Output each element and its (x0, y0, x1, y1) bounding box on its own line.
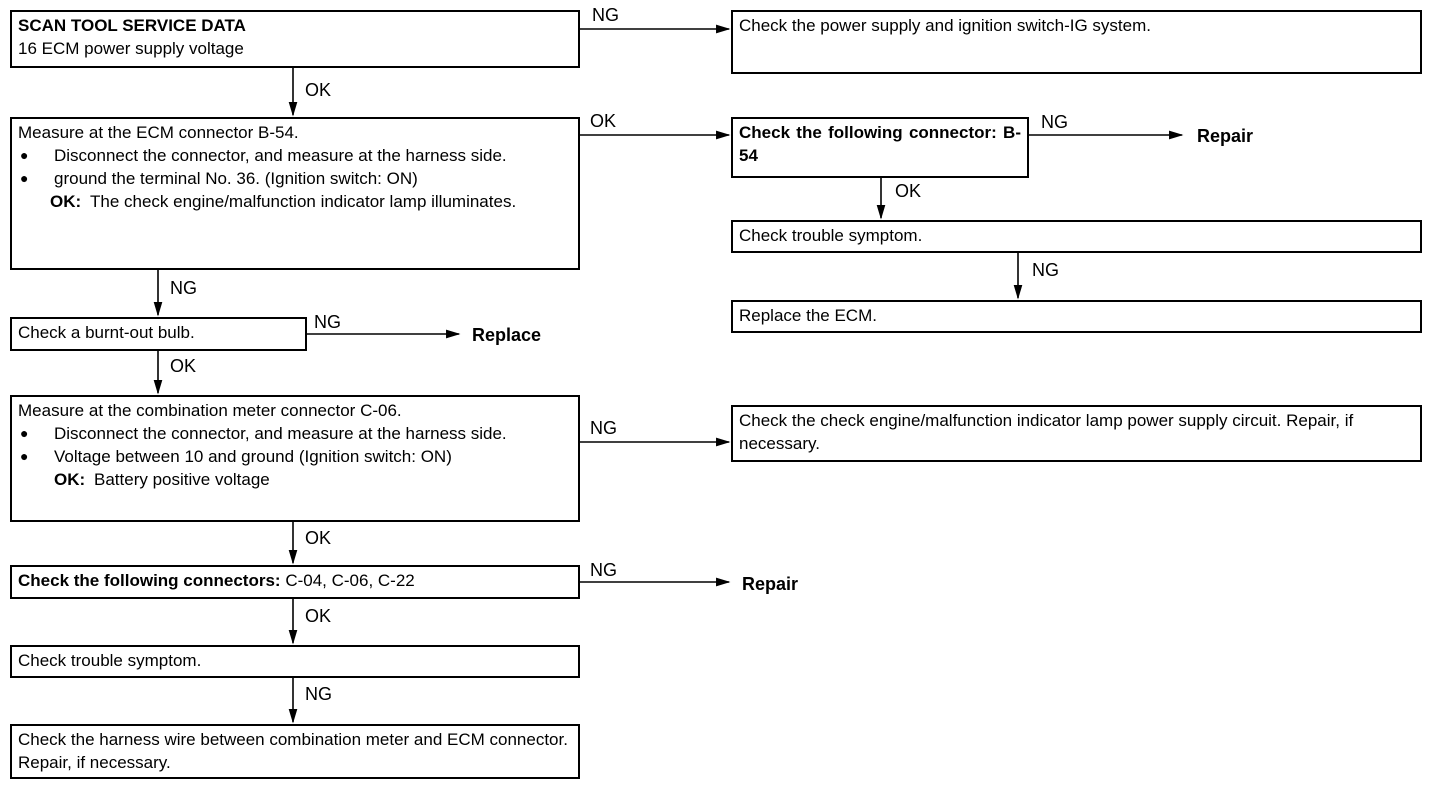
ok-label: OK: (54, 470, 86, 489)
terminal-repair-b54: Repair (1197, 126, 1254, 146)
power-supply-text: Check the power supply and ignition swit… (739, 16, 1151, 35)
bullet-text: Disconnect the connector, and measure at… (54, 424, 507, 443)
trouble-symptom-left-text: Check trouble symptom. (18, 651, 202, 670)
check-connector-b54-text: Check the following connector: B-54 (739, 123, 1021, 165)
ok-label: OK: (50, 192, 82, 211)
check-connectors-c-rest: C-04, C-06, C-22 (280, 571, 415, 590)
lamp-power-circuit-text: Check the check engine/malfunction indic… (739, 411, 1354, 453)
box-check-connectors-c: Check the following connectors: C-04, C-… (10, 565, 580, 599)
label-ok-b54: OK (895, 181, 922, 201)
label-ok-bulb: OK (170, 356, 197, 376)
box-power-supply: Check the power supply and ignition swit… (731, 10, 1422, 74)
scan-tool-line: 16 ECM power supply voltage (18, 39, 244, 58)
box-scan-tool-service-data: SCAN TOOL SERVICE DATA 16 ECM power supp… (10, 10, 580, 68)
label-ng-connectors: NG (590, 560, 617, 580)
burnt-bulb-text: Check a burnt-out bulb. (18, 323, 195, 342)
label-ng-b54: NG (1041, 112, 1068, 132)
bullet-icon: ● (20, 425, 29, 441)
label-ok-connectors: OK (305, 606, 332, 626)
label-ng-measure-ecm: NG (170, 278, 197, 298)
box-check-connector-b54: Check the following connector: B-54 (731, 117, 1029, 178)
harness-wire-text: Check the harness wire between combinati… (18, 730, 568, 772)
measure-ecm-title: Measure at the ECM connector B-54. (18, 123, 299, 142)
check-connectors-c-bold: Check the following connectors: (18, 571, 281, 590)
terminal-repair-connectors: Repair (742, 574, 799, 594)
measure-meter-title: Measure at the combination meter connect… (18, 401, 402, 420)
measure-meter-bullet-2: ● Voltage between 10 and ground (Ignitio… (18, 445, 572, 468)
replace-ecm-text: Replace the ECM. (739, 306, 877, 325)
ok-text: Battery positive voltage (94, 470, 270, 489)
box-burnt-bulb: Check a burnt-out bulb. (10, 317, 307, 351)
box-measure-meter: Measure at the combination meter connect… (10, 395, 580, 522)
box-replace-ecm: Replace the ECM. (731, 300, 1422, 333)
label-ng-bulb: NG (314, 312, 341, 332)
label-ok-measure-ecm: OK (590, 111, 617, 131)
check-connectors-c-text: Check the following connectors: C-04, C-… (18, 569, 572, 592)
measure-ecm-bullet-1: ● Disconnect the connector, and measure … (18, 144, 572, 167)
label-ng-symptom-left: NG (305, 684, 332, 704)
bullet-text: ground the terminal No. 36. (Ignition sw… (54, 169, 418, 188)
label-ok-scan: OK (305, 80, 332, 100)
measure-ecm-ok: OK: The check engine/malfunction indicat… (18, 190, 572, 213)
terminal-replace-bulb: Replace (472, 325, 542, 345)
measure-meter-bullet-1: ● Disconnect the connector, and measure … (18, 422, 572, 445)
ok-text: The check engine/malfunction indicator l… (90, 192, 517, 211)
bullet-icon: ● (20, 147, 29, 163)
box-lamp-power-circuit: Check the check engine/malfunction indic… (731, 405, 1422, 462)
scan-tool-title: SCAN TOOL SERVICE DATA (18, 16, 246, 35)
bullet-text: Disconnect the connector, and measure at… (54, 146, 507, 165)
label-ok-meter: OK (305, 528, 332, 548)
label-ng-scan: NG (592, 5, 619, 25)
trouble-symptom-right-text: Check trouble symptom. (739, 226, 923, 245)
bullet-icon: ● (20, 170, 29, 186)
measure-ecm-bullet-2: ● ground the terminal No. 36. (Ignition … (18, 167, 572, 190)
box-harness-wire: Check the harness wire between combinati… (10, 724, 580, 779)
box-trouble-symptom-left: Check trouble symptom. (10, 645, 580, 678)
measure-meter-ok: OK: Battery positive voltage (18, 468, 572, 491)
bullet-text: Voltage between 10 and ground (Ignition … (54, 447, 452, 466)
label-ng-symptom-right: NG (1032, 260, 1059, 280)
label-ng-meter: NG (590, 418, 617, 438)
box-trouble-symptom-right: Check trouble symptom. (731, 220, 1422, 253)
box-measure-ecm: Measure at the ECM connector B-54. ● Dis… (10, 117, 580, 270)
bullet-icon: ● (20, 448, 29, 464)
